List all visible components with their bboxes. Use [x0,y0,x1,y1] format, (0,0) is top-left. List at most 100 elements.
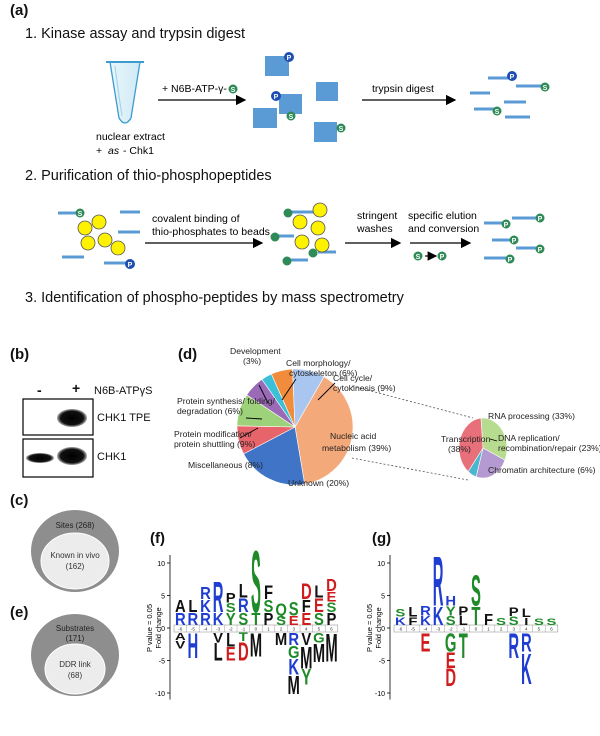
arrow-1-label: + N6B-ATP-γ- [162,83,227,95]
logo-letter-q: Q [275,600,287,619]
step2-title: 2. Purification of thio-phosphopeptides [25,168,272,184]
logo-letter-l: L [239,580,248,602]
logo-letter-s: S [314,610,324,629]
logo-letter-s: S [251,545,261,632]
pie-slice-nucleic-acid-metabolism [294,376,354,485]
logo-letter-l: L [459,613,469,628]
pie-slice-cell-cycle-cytokinesis [292,368,325,429]
logo-letter-r: R [508,627,519,666]
workflow-diagram: nuclear extract + as - Chk1 + N6B-ATP-γ-… [58,52,550,269]
position-band [393,624,559,633]
logo-letter-k: K [395,615,406,628]
logo-letter-r: R [200,584,211,603]
arrow-3-label-1: covalent binding of [152,213,240,225]
venn-c-inner-label-1: Known in vivo [50,551,100,560]
arrow-3-label-2: thio-phosphates to beads [152,226,270,238]
logo-letter-r: R [433,545,444,621]
svg-text:P: P [274,94,279,101]
svg-text:P: P [440,254,445,261]
logo-letter-k: K [420,613,431,628]
y-tick-label: -5 [159,659,165,666]
position-label: 4 [525,627,528,632]
tube-label-2-plus: + [96,145,102,157]
logo-letter-t: T [251,610,260,629]
blot-minus: - [37,382,42,398]
position-label: -5 [191,627,195,632]
blot1-label: CHK1 TPE [97,412,151,424]
leader-lines [239,378,498,442]
logo-letter-s: S [509,614,519,628]
logo-letter-r: R [521,628,532,658]
pie-slice-transcription [458,417,484,473]
label-dna-1: DNA replication/ [498,433,560,443]
svg-text:S: S [543,85,548,92]
panel-a-label: (a) [10,2,29,19]
label-misc: Miscellaneous (8%) [188,460,263,470]
svg-text:P: P [128,262,133,269]
svg-text:P: P [287,55,292,62]
logo-letter-s: S [226,600,236,615]
y-tick-label: 5 [161,594,165,601]
logo-letter-d: D [445,665,456,692]
logo-letter-s: S [496,615,506,627]
logo-letter-e: E [226,643,236,665]
label-transcription-2: (38%) [448,444,471,454]
logo-letter-m: M [275,630,287,649]
logo-letter-i: I [524,615,528,627]
logo-letter-f: F [408,615,417,628]
panel-d-label: (d) [178,346,198,363]
panel-b-label: (b) [10,346,30,363]
logo-letter-r: R [420,604,431,620]
position-label: 1 [267,627,270,632]
pie-slice-rna-processing [480,417,508,461]
label-mod-2: protein shuttling (9%) [174,439,255,449]
step3-title: 3. Identification of phospho-peptides by… [25,290,404,306]
logo-letter-g: G [288,643,300,662]
logo-letter-k: K [200,597,211,616]
position-label: -2 [229,627,233,632]
position-label: 0 [255,627,258,632]
logo-letter-l: L [214,640,223,667]
svg-text:P: P [504,222,509,229]
label-synth-2: degradation (6%) [177,406,243,416]
y-tick-label: 0 [381,626,385,633]
logo-letter-r: R [200,610,211,629]
y-tick-label: 0 [161,626,165,633]
logo-letter-s: S [395,606,405,619]
logo-letter-y: Y [226,610,236,629]
connector-top [351,385,474,419]
venn-e-outer-label-1: Substrates [56,624,94,633]
logo-letter-p: P [264,610,274,629]
logo-letter-l: L [522,606,531,620]
logo-letter-r: R [238,594,249,616]
logo-letter-h: H [188,627,199,666]
label-nucleic-1: Nucleic acid [330,431,377,441]
logo-letter-k: K [288,654,299,679]
label-chromatin: Chromatin architecture (6%) [488,465,596,475]
position-label: 4 [305,627,308,632]
logo-letter-s: S [289,597,299,619]
logo-letter-d: D [238,637,249,667]
y-axis-label-2: Fold change [374,607,383,648]
pie-slice-dna-replication-recombination-repair [475,447,506,479]
s-badge-arrow1: S [228,84,238,94]
svg-text:P: P [538,247,543,254]
blot-plus: + [72,380,81,396]
position-label: 6 [550,627,553,632]
logo-letter-v: V [301,630,311,649]
y-tick-label: 5 [381,594,385,601]
svg-text:S: S [78,211,83,218]
logo-letter-s: S [264,597,274,616]
panel-g-label: (g) [372,530,392,547]
logo-letter-e: E [327,590,337,606]
venn-e-outer-label-2: (171) [66,634,85,643]
logo-letter-d: D [301,579,312,604]
y-axis-label-2: Fold change [154,607,163,648]
logo-letter-p: P [327,610,337,629]
panel-f-label: (f) [150,530,165,547]
position-label: 0 [475,627,478,632]
venn-e: Substrates (171) DDR link (68) [31,614,119,696]
position-label: 2 [280,627,283,632]
logo-letter-m: M [250,628,262,664]
